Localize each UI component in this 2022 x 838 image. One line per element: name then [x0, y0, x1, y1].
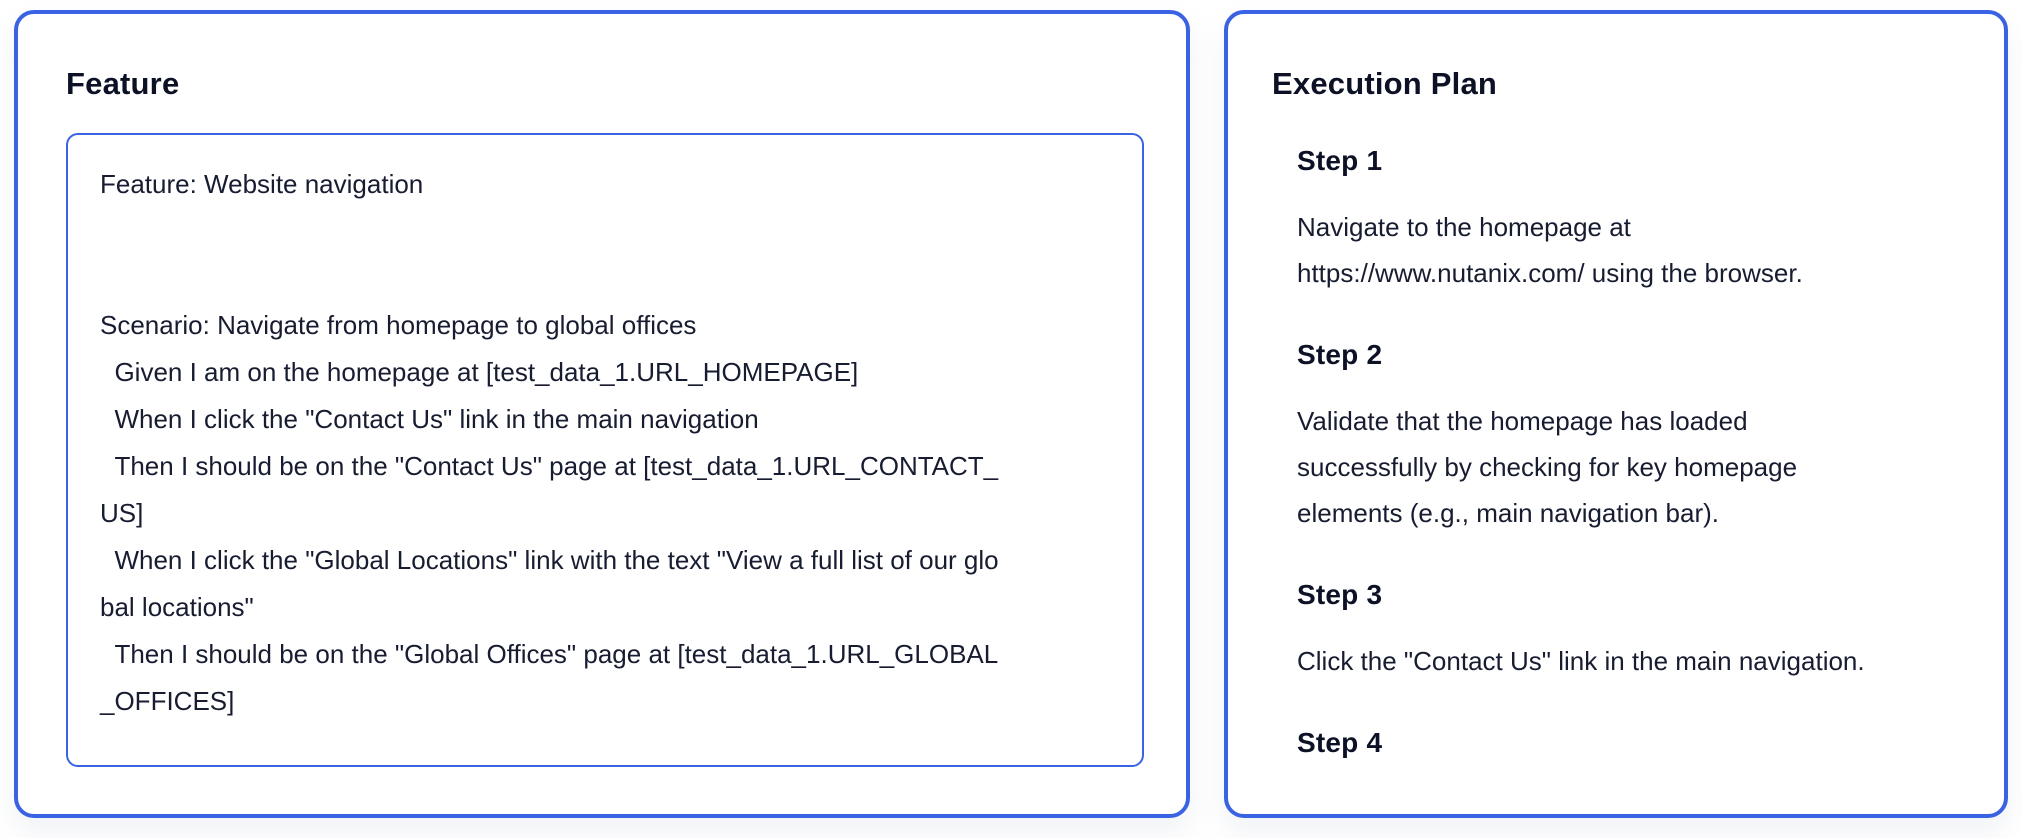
step-item: Step 2 Validate that the homepage has lo…: [1297, 338, 1964, 536]
step-label: Step 2: [1297, 339, 1383, 370]
step-description: Validate that the homepage has loaded su…: [1297, 406, 1798, 528]
step-item: Step 4: [1297, 726, 1964, 760]
feature-text-box[interactable]: Feature: Website navigation Scenario: Na…: [66, 133, 1144, 767]
steps-list: Step 1 Navigate to the homepage at https…: [1272, 144, 1964, 760]
step-description: Click the "Contact Us" link in the main …: [1297, 646, 1865, 676]
step-label: Step 1: [1297, 145, 1383, 176]
feature-gherkin-text: Feature: Website navigation Scenario: Na…: [100, 169, 999, 716]
execution-plan-panel: Execution Plan Step 1 Navigate to the ho…: [1224, 10, 2008, 818]
step-item: Step 1 Navigate to the homepage at https…: [1297, 144, 1964, 296]
step-description: Navigate to the homepage at https://www.…: [1297, 212, 1803, 288]
step-label: Step 3: [1297, 579, 1383, 610]
step-item: Step 3 Click the "Contact Us" link in th…: [1297, 578, 1964, 684]
feature-panel-title: Feature: [66, 66, 180, 101]
feature-panel: Feature Feature: Website navigation Scen…: [14, 10, 1190, 818]
execution-plan-title: Execution Plan: [1272, 66, 1498, 101]
step-label: Step 4: [1297, 727, 1383, 758]
page: Feature Feature: Website navigation Scen…: [14, 10, 2008, 818]
